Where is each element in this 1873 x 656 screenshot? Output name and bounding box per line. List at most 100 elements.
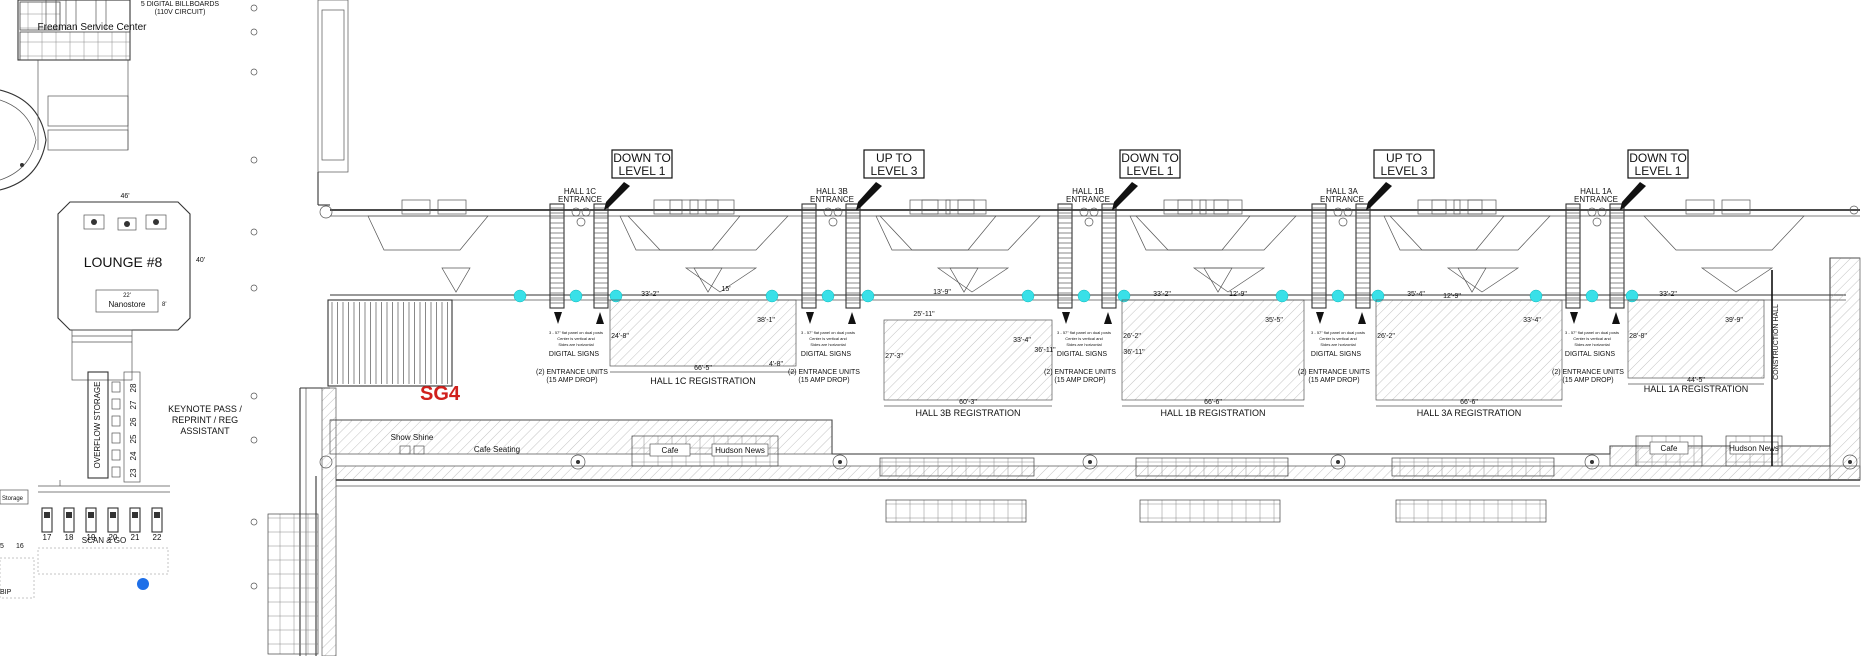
sign-note-2: Center is vertical and xyxy=(1573,336,1611,341)
left-num-5: 5 xyxy=(0,543,4,550)
right-edge-markers xyxy=(250,4,258,590)
display-grids xyxy=(267,205,1859,655)
escalator xyxy=(1101,203,1117,309)
misc-dim-1: 36'-11" xyxy=(1034,347,1056,354)
registration-area xyxy=(1375,299,1563,401)
registration-label: HALL 1C REGISTRATION xyxy=(650,376,756,386)
sign-note-2: Center is vertical and xyxy=(809,336,847,341)
registration-dim-c: 27'-3" xyxy=(885,353,903,360)
keynote-line-2: REPRINT / REG xyxy=(172,415,238,425)
stall-number: 22 xyxy=(153,533,162,542)
sign-marker xyxy=(1585,289,1599,303)
stall-number: 19 xyxy=(87,533,96,542)
billboard-note: 5 DIGITAL BILLBOARDS xyxy=(141,1,220,8)
concourse-labels: Show Shine Cafe Seating Cafe Hudson News… xyxy=(391,270,1783,467)
digital-signs-label: DIGITAL SIGNS xyxy=(801,351,852,358)
entrance-label-2: ENTRANCE xyxy=(1066,195,1110,204)
escalator xyxy=(593,203,609,309)
billboard-circuit: (110V CIRCUIT) xyxy=(155,9,206,16)
entrance-units-line-1: (2) ENTRANCE UNITS xyxy=(1552,369,1624,376)
stall-box xyxy=(41,507,53,533)
entrance-units-line-2: (15 AMP DROP) xyxy=(1562,377,1613,384)
sign-note-3: Sides are horizontal xyxy=(1066,342,1101,347)
entrance-units-line-2: (15 AMP DROP) xyxy=(1308,377,1359,384)
nanostore-label: Nanostore xyxy=(109,300,146,309)
misc-dim-4: 12'-9" xyxy=(1443,293,1461,300)
left-num-16: 16 xyxy=(16,543,24,550)
digital-signs-label: DIGITAL SIGNS xyxy=(1565,351,1616,358)
nanostore-dim: 22' xyxy=(123,293,131,299)
registration-width-dim: 66'-6" xyxy=(1460,399,1478,406)
nanostore-dim-side: 8' xyxy=(162,302,166,308)
sg4-label: SG4 xyxy=(420,383,461,405)
registration-width-dim: 66'-6" xyxy=(1204,399,1222,406)
escalator xyxy=(549,203,565,309)
keynote-line-3: ASSISTANT xyxy=(180,426,230,436)
misc-dim-5: 13'-9" xyxy=(933,289,951,296)
entrance-units-line-1: (2) ENTRANCE UNITS xyxy=(536,369,608,376)
registration-dim-a: 33'-2" xyxy=(1659,291,1677,298)
sign-marker xyxy=(765,289,779,303)
lounge-dim-side: 40' xyxy=(196,257,205,264)
entrance-units-line-2: (15 AMP DROP) xyxy=(1054,377,1105,384)
stall-box xyxy=(151,507,163,533)
keynote-line-1: KEYNOTE PASS / xyxy=(168,404,242,414)
entrance-label-2: ENTRANCE xyxy=(1574,195,1618,204)
registration-dim-a: 33'-2" xyxy=(1153,291,1171,298)
sign-note-1: 3 - 57" flat panel on dual posts xyxy=(801,330,855,335)
entrance-label-2: ENTRANCE xyxy=(1320,195,1364,204)
stall-number: 20 xyxy=(109,533,118,542)
sign-marker xyxy=(513,289,527,303)
sign-note-3: Sides are horizontal xyxy=(1320,342,1355,347)
cafe-seating-label: Cafe Seating xyxy=(474,445,520,454)
stall-number: 24 xyxy=(129,451,138,460)
sign-note-3: Sides are horizontal xyxy=(558,342,593,347)
misc-dim-7: 4'-8" xyxy=(769,361,783,368)
bip-label: BIP xyxy=(0,589,12,596)
registration-dim-b: 35'-5" xyxy=(1265,317,1283,324)
stall-box xyxy=(63,507,75,533)
lounge-furniture xyxy=(83,214,167,231)
stall-number: 18 xyxy=(65,533,74,542)
sign-note-2: Center is vertical and xyxy=(1065,336,1103,341)
sign-marker xyxy=(569,289,583,303)
registration-area xyxy=(1121,299,1305,401)
sign-marker xyxy=(821,289,835,303)
registration-dim-a: 35'-4" xyxy=(1407,291,1425,298)
stall-box xyxy=(129,507,141,533)
stall-box xyxy=(107,507,119,533)
entrance-label-1: HALL 3A xyxy=(1326,187,1358,196)
escalator xyxy=(1565,203,1581,309)
registration-width-dim: 66'-5" xyxy=(694,365,712,372)
registration-label: HALL 3A REGISTRATION xyxy=(1417,408,1522,418)
cafe-label: Cafe xyxy=(662,446,679,455)
sign-note-3: Sides are horizontal xyxy=(1574,342,1609,347)
entrance-label-2: ENTRANCE xyxy=(810,195,854,204)
registration-area xyxy=(609,299,797,367)
entrance-units-line-1: (2) ENTRANCE UNITS xyxy=(788,369,860,376)
stall-number: 17 xyxy=(43,533,52,542)
sign-note-2: Center is vertical and xyxy=(1319,336,1357,341)
stall-number: 23 xyxy=(129,468,138,477)
registration-label: HALL 1B REGISTRATION xyxy=(1160,408,1265,418)
escalator xyxy=(801,203,817,309)
show-shine-label: Show Shine xyxy=(391,433,434,442)
registration-label: HALL 1A REGISTRATION xyxy=(1644,384,1749,394)
entrance-label-1: HALL 1C xyxy=(564,187,596,196)
callout-line-1: DOWN TO xyxy=(613,151,671,165)
stall-box xyxy=(85,507,97,533)
misc-dim-3: 12'-9" xyxy=(1229,291,1247,298)
entrance-label-2: ENTRANCE xyxy=(558,195,602,204)
stall-number: 26 xyxy=(129,417,138,426)
scan-go-label: SCAN & GO xyxy=(82,536,126,545)
cafe-2-label: Cafe xyxy=(1661,444,1678,453)
registration-dim-c: 26'-2" xyxy=(1123,333,1141,340)
sign-note-3: Sides are horizontal xyxy=(810,342,845,347)
stairs-sg4 xyxy=(327,299,453,387)
hudson-news-label: Hudson News xyxy=(715,446,765,455)
